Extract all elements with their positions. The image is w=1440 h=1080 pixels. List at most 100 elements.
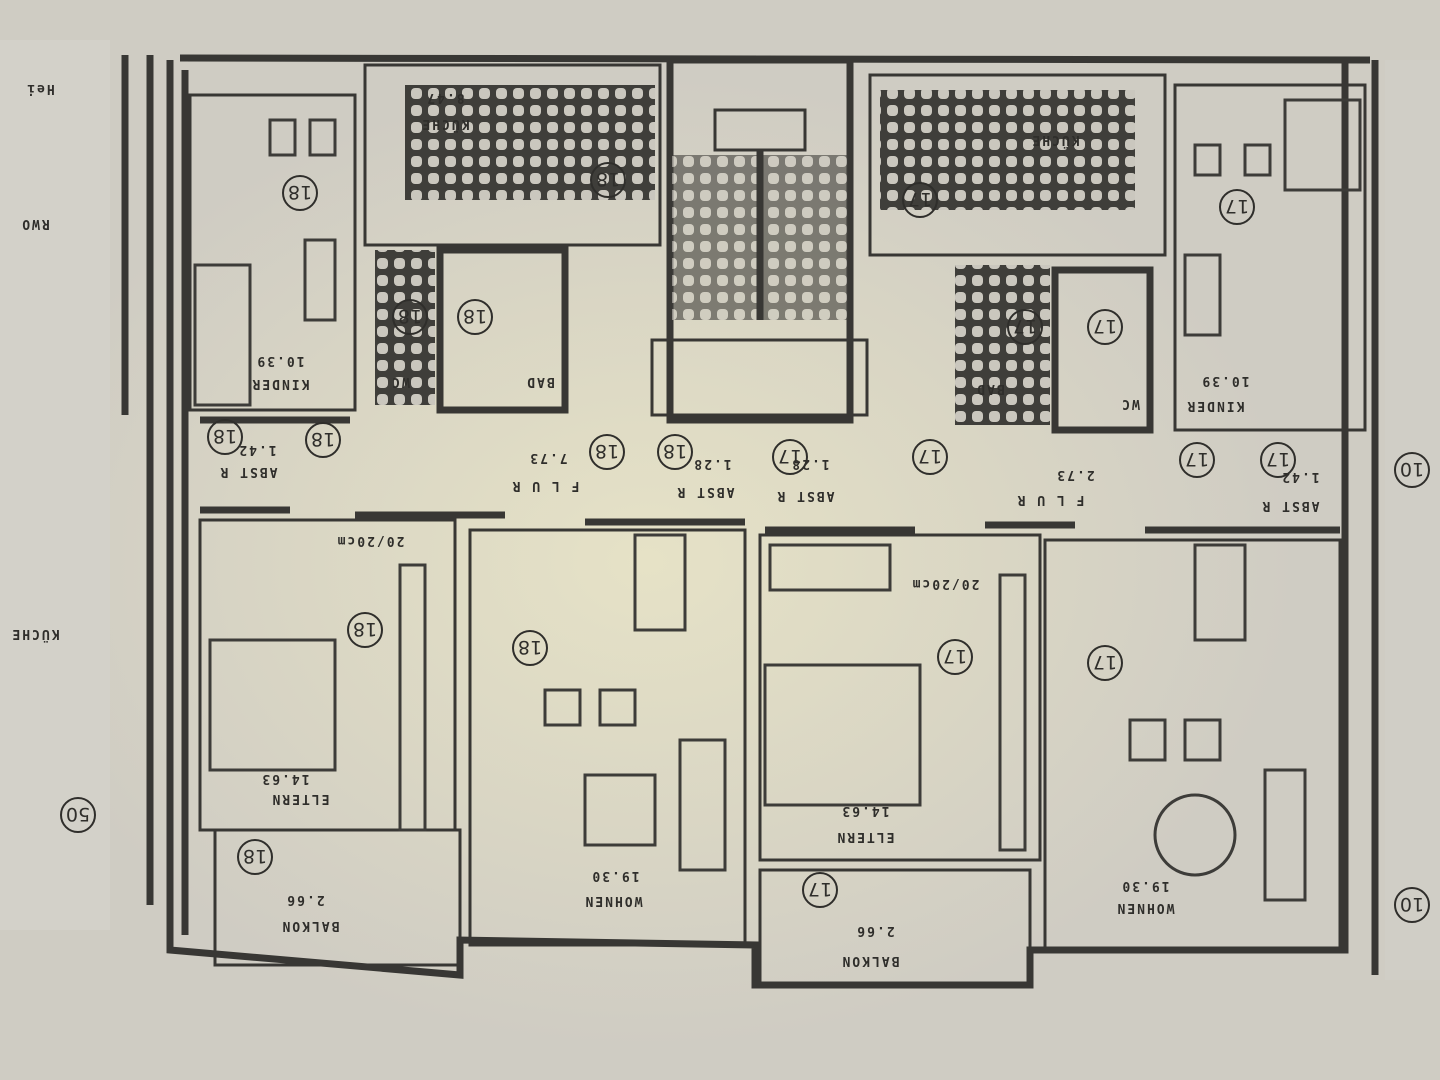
svg-text:18: 18 [353, 618, 377, 640]
room-balkon-17 [758, 868, 1032, 987]
svg-text:17: 17 [808, 878, 832, 900]
svg-text:18: 18 [311, 428, 335, 450]
unit-number-circle: 17 [1007, 309, 1043, 345]
unit-number-circle: 18 [282, 175, 318, 211]
svg-text:50: 50 [66, 803, 90, 825]
svg-text:17: 17 [1093, 315, 1117, 337]
unit-number-circle: 18 [589, 434, 625, 470]
room-label: Hei [25, 81, 54, 96]
svg-text:17: 17 [943, 645, 967, 667]
svg-text:18: 18 [213, 425, 237, 447]
svg-text:18: 18 [463, 305, 487, 327]
svg-text:17: 17 [918, 445, 942, 467]
kitchen-tiles-18 [405, 85, 655, 200]
unit-17 [758, 73, 1367, 987]
room-label: WOHNEN [584, 893, 643, 908]
room-label: ABST R [1261, 498, 1320, 513]
room-label: 19.30 [1120, 878, 1169, 893]
room-label: 1.42 [237, 442, 276, 457]
unit-number-circle: 50 [60, 797, 96, 833]
svg-text:17: 17 [778, 445, 802, 467]
room-label: ABST R [676, 484, 735, 499]
room-balkon-18 [213, 828, 462, 967]
room-label: F L U R [511, 478, 580, 493]
room-label: KÜCHE [1030, 132, 1079, 148]
adjacent-sheet-right [1385, 60, 1440, 980]
room-label: KINDER [251, 376, 310, 391]
stairwell [650, 56, 869, 424]
room-wohnen-17 [1043, 538, 1342, 952]
unit-number-markers: 18 18 18 18 18 18 18 18 18 18 18 17 17 17 17 17 17 17 17 17… [60, 162, 1430, 923]
unit-number-circle: 17 [1179, 442, 1215, 478]
room-label: 1.28 [790, 456, 829, 471]
svg-text:17: 17 [1093, 651, 1117, 673]
room-label: 10.39 [1200, 373, 1249, 388]
unit-number-circle: 18 [392, 299, 428, 335]
room-label: 20/20cm [336, 533, 405, 548]
room-label: 14.63 [840, 803, 889, 818]
svg-text:10: 10 [1400, 458, 1424, 480]
room-label: BALKON [281, 918, 340, 933]
unit-number-circle: 17 [772, 439, 808, 475]
unit-number-circle: 18 [457, 299, 493, 335]
unit-18 [188, 63, 747, 967]
svg-text:18: 18 [398, 305, 422, 327]
room-label: KÜCHE [10, 626, 59, 642]
room-bad-18 [436, 246, 569, 414]
room-label: 7.73 [528, 450, 567, 465]
room-label: 14.63 [260, 771, 309, 786]
room-label: BAD [975, 381, 1004, 396]
room-label: 2.66 [855, 923, 894, 938]
unit-number-circle: 18 [590, 162, 626, 198]
unit-number-circle: 18 [347, 612, 383, 648]
svg-text:17: 17 [1013, 315, 1037, 337]
unit-number-circle: 18 [305, 422, 341, 458]
room-label: 2.73 [1055, 467, 1094, 482]
room-wohnen-18 [468, 528, 747, 947]
room-label: WC [390, 374, 410, 389]
unit-number-circle: 18 [512, 630, 548, 666]
room-kinder-18 [188, 93, 357, 412]
svg-text:18: 18 [596, 168, 620, 190]
unit-number-circle: 17 [1087, 309, 1123, 345]
room-label: 10.39 [255, 353, 304, 368]
room-label: WOHNEN [1116, 900, 1175, 915]
room-label: F L U R [1016, 492, 1085, 507]
room-kueche-18 [363, 63, 662, 247]
svg-text:10: 10 [1400, 893, 1424, 915]
room-bad-17 [955, 265, 1050, 425]
room-wc-17 [1051, 266, 1154, 434]
unit-number-circle: 17 [1087, 645, 1123, 681]
room-kinder-17 [1173, 83, 1367, 432]
unit-number-circle: 17 [1260, 442, 1296, 478]
room-label: 2.66 [285, 892, 324, 907]
svg-text:17: 17 [908, 188, 932, 210]
room-eltern-17 [758, 533, 1042, 862]
room-label: 8.47 [425, 90, 464, 105]
kitchen-tiles-17 [880, 90, 1135, 210]
svg-text:18: 18 [518, 636, 542, 658]
room-label: ABST R [219, 464, 278, 479]
unit-number-circle: 18 [207, 419, 243, 455]
room-label: WC [1120, 396, 1140, 411]
unit-number-circle: 10 [1394, 452, 1430, 488]
svg-text:18: 18 [663, 440, 687, 462]
room-label: ELTERN [271, 791, 330, 806]
svg-text:18: 18 [243, 845, 267, 867]
unit-number-circle: 18 [657, 434, 693, 470]
room-label: RWO [20, 216, 49, 231]
room-label: BALKON [841, 953, 900, 968]
svg-text:17: 17 [1225, 195, 1249, 217]
unit-number-circle: 17 [902, 182, 938, 218]
room-label: 1.42 [1280, 469, 1319, 484]
room-label: KÜCHE [420, 116, 469, 132]
room-label: ELTERN [836, 829, 895, 844]
unit-number-circle: 17 [802, 872, 838, 908]
svg-text:18: 18 [288, 181, 312, 203]
room-label: KINDER [1186, 398, 1245, 413]
room-label: ABST R [776, 488, 835, 503]
room-label: 20/20cm [911, 576, 980, 591]
unit-number-circle: 10 [1394, 887, 1430, 923]
unit-number-circle: 17 [1219, 189, 1255, 225]
